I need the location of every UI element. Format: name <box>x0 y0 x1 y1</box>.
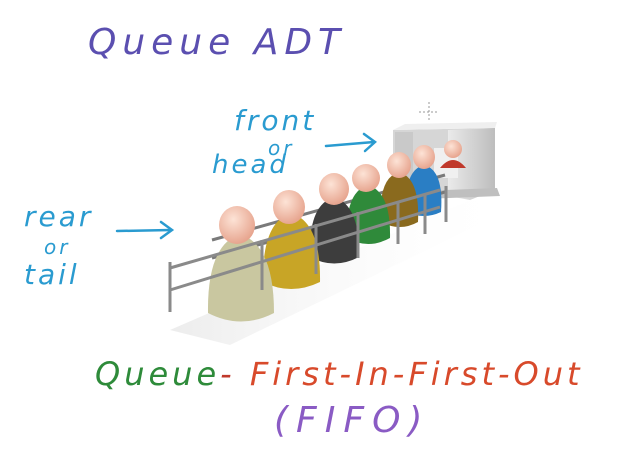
head-label: head <box>212 150 289 180</box>
rear-or-label: or <box>44 235 71 259</box>
page-title: Queue ADT <box>88 22 347 63</box>
person <box>309 173 360 264</box>
people <box>207 145 442 322</box>
fence-front <box>168 186 448 312</box>
person <box>380 152 419 227</box>
fifo-text: First-In-First-Out <box>249 355 584 393</box>
person <box>262 190 321 289</box>
front-or-label: or <box>268 136 295 160</box>
person-rear <box>207 206 274 322</box>
arrow-front <box>324 132 377 153</box>
rear-label: rear <box>24 200 94 233</box>
definition-dash: - <box>220 355 236 393</box>
front-label: front <box>234 104 317 137</box>
queue-word: Queue <box>95 355 221 393</box>
tail-label: tail <box>24 258 80 291</box>
arrow-rear <box>115 220 175 240</box>
fifo-abbreviation: (FIFO) <box>274 400 431 441</box>
cursor-crosshair-icon <box>419 102 439 122</box>
fifo-definition: Queue- First-In-First-Out <box>95 355 584 393</box>
